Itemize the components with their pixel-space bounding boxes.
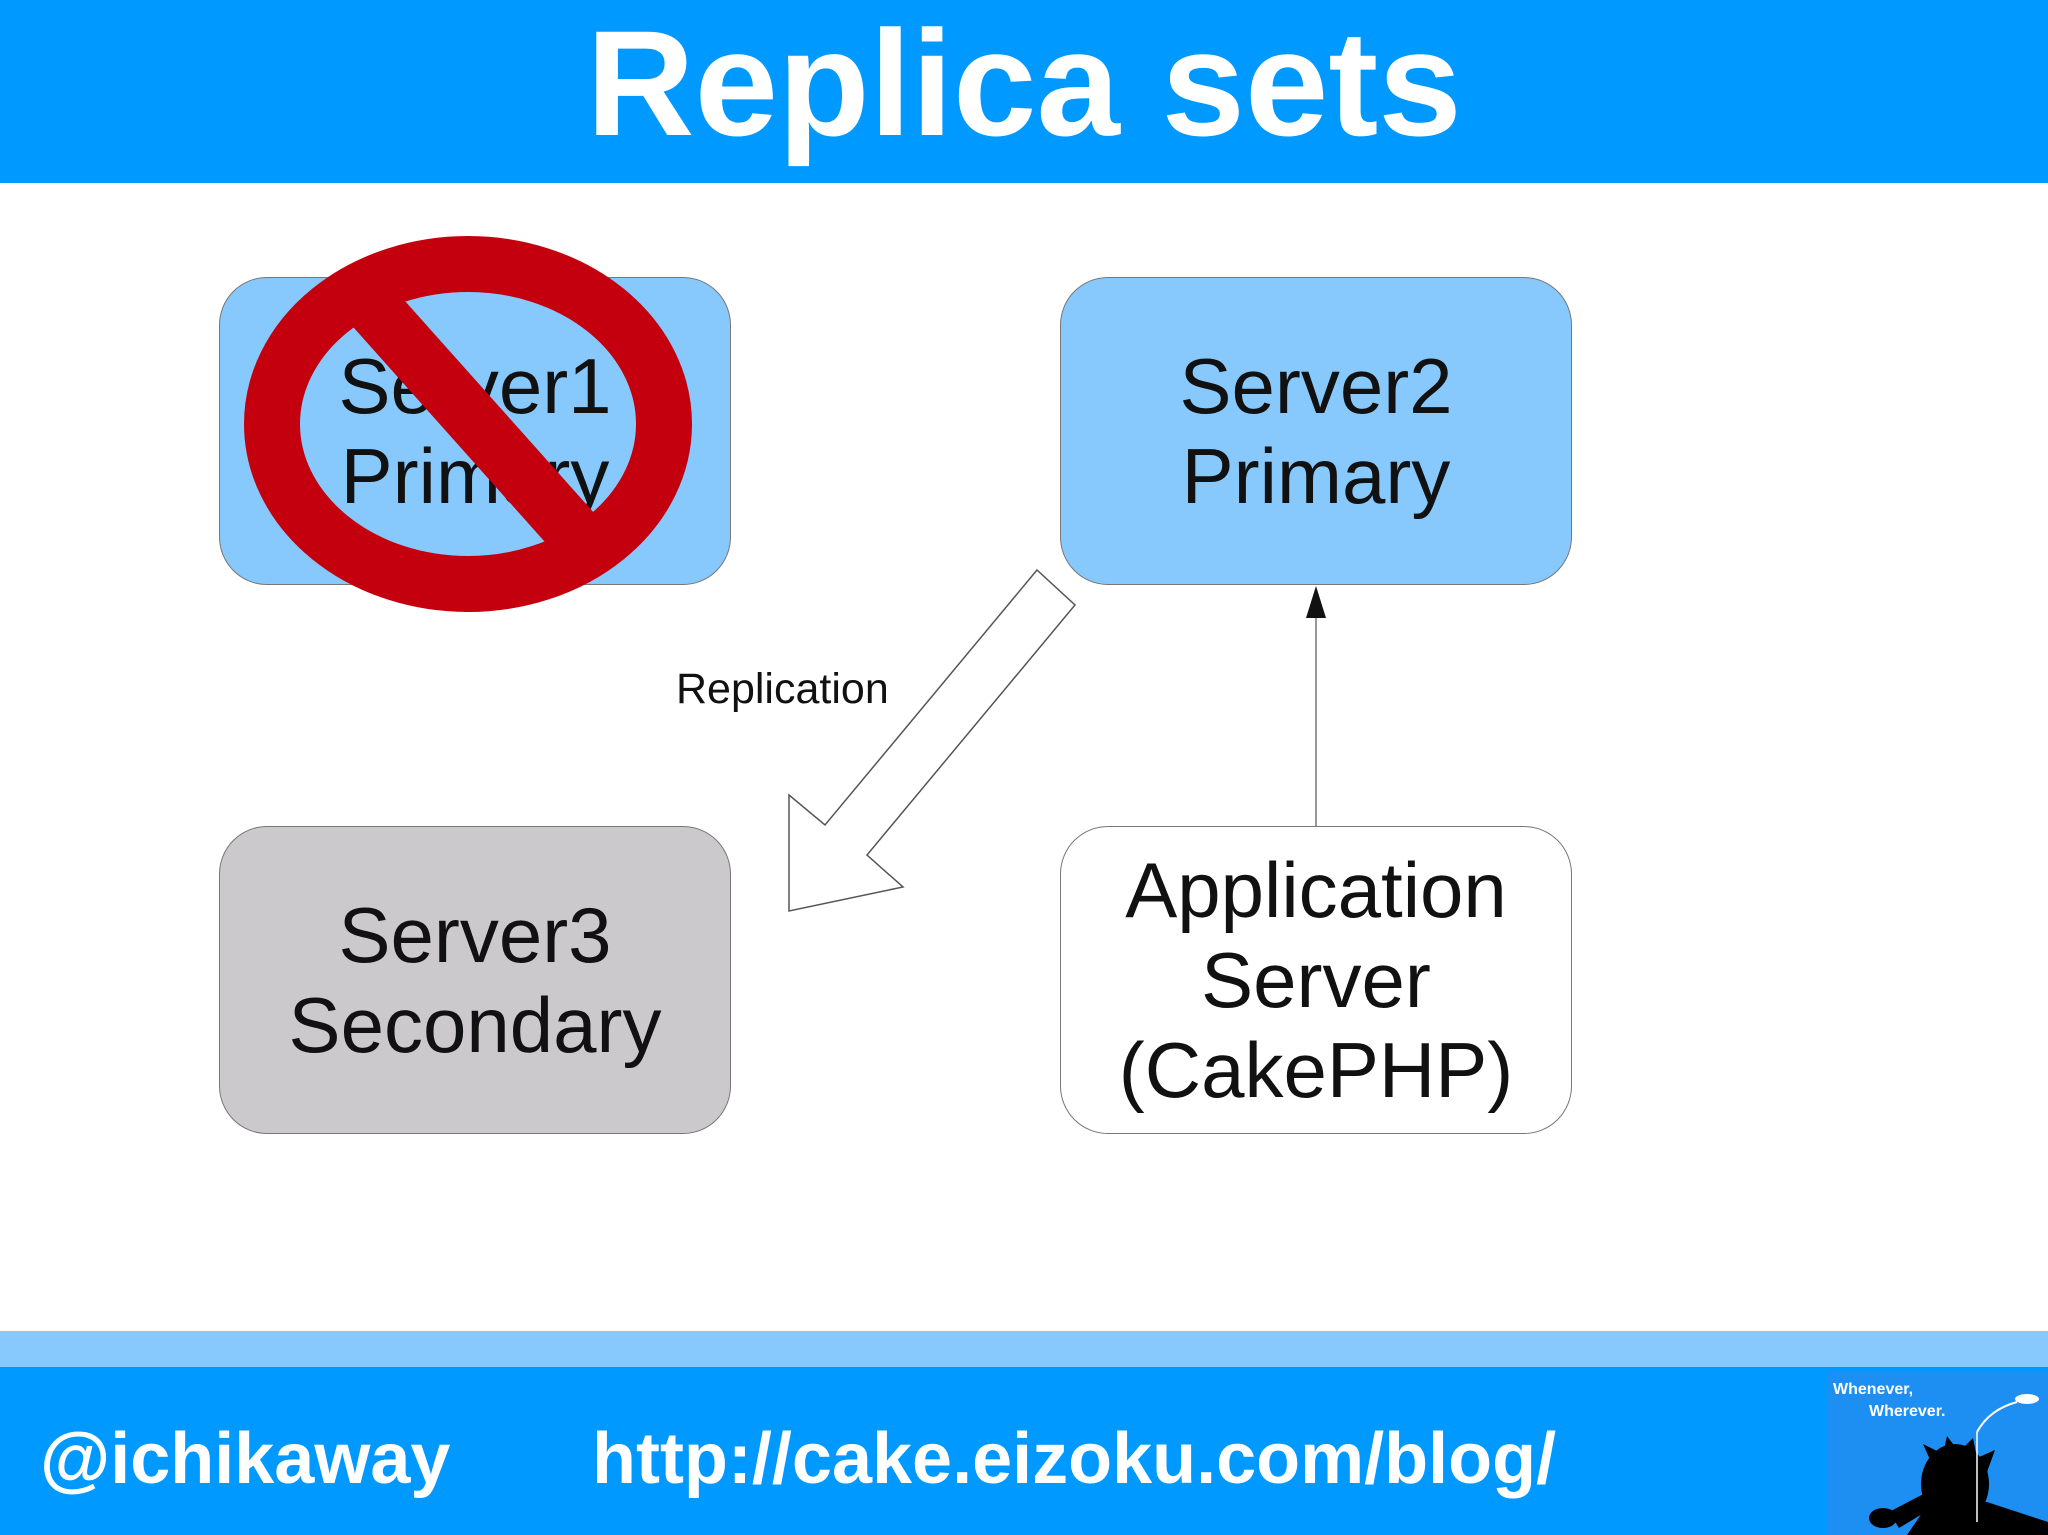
footer-logo: Whenever, Wherever. [1827, 1372, 2048, 1535]
footer-blog-url: http://cake.eizoku.com/blog/ [592, 1419, 1557, 1499]
title-bar [0, 0, 2048, 183]
slide-title: Replica sets [586, 0, 1462, 167]
prohibited-sign-icon [244, 236, 692, 612]
singer-silhouette-icon [1869, 1394, 2048, 1535]
footer-stripe [0, 1331, 2048, 1367]
server3-role: Secondary [288, 981, 662, 1069]
server2-role: Primary [1181, 432, 1451, 520]
hollow-block-arrow-icon [788, 568, 1077, 912]
logo-line-2: Wherever. [1869, 1403, 1946, 1420]
server3-node: Server3 Secondary [219, 826, 731, 1134]
replication-label: Replication [676, 665, 889, 713]
app-server-line3: (CakePHP) [1118, 1026, 1514, 1114]
thin-arrow-up-icon [1306, 586, 1326, 826]
footer-bar [0, 1367, 2048, 1535]
server3-name: Server3 [338, 891, 612, 979]
logo-line-1: Whenever, [1833, 1381, 1914, 1398]
app-server-line2: Server [1201, 936, 1431, 1024]
app-server-line1: Application [1125, 846, 1507, 934]
server2-node: Server2 Primary [1060, 277, 1572, 585]
server2-name: Server2 [1179, 342, 1453, 430]
footer-twitter-handle: @ichikaway [40, 1419, 451, 1499]
application-server-node: Application Server (CakePHP) [1060, 826, 1572, 1134]
